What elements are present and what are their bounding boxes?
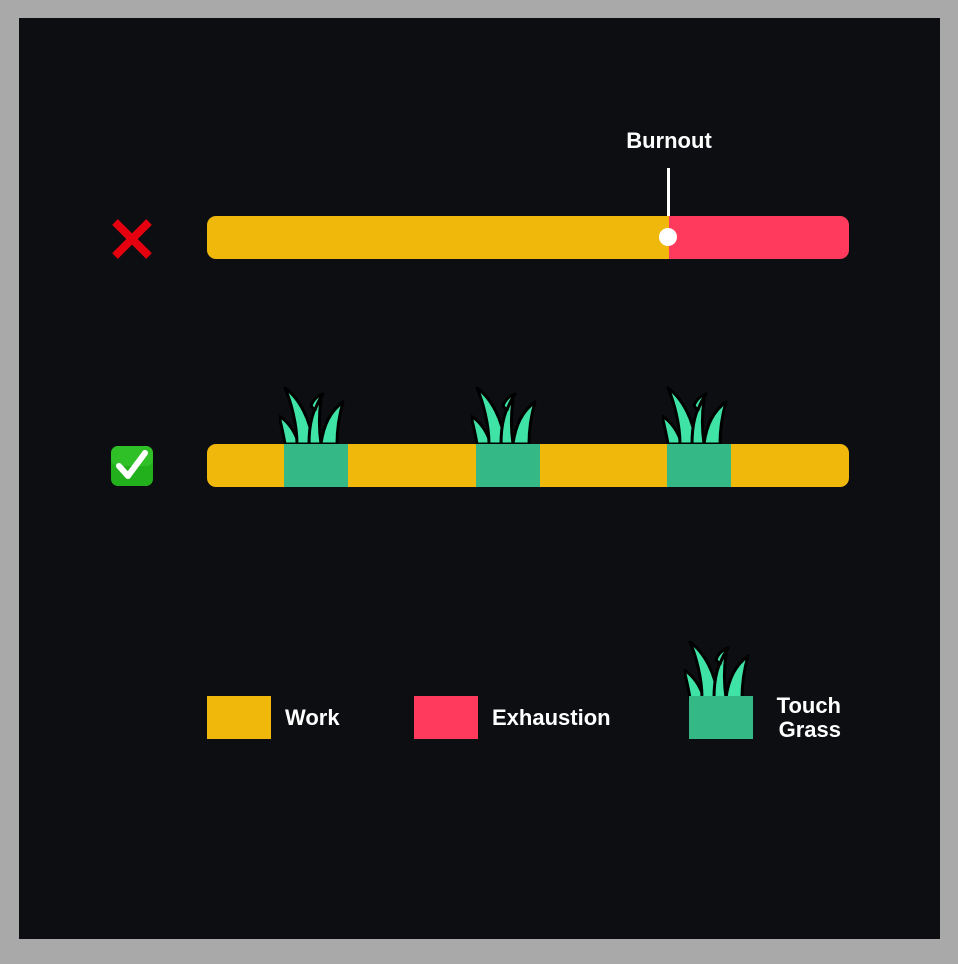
legend-touch-grass-swatch — [689, 696, 753, 739]
burnout-marker-line — [667, 168, 670, 238]
touch-grass-segment — [284, 444, 348, 487]
grass-icon — [471, 386, 537, 446]
balanced-timeline-bar — [207, 444, 849, 487]
legend-touch-grass-label: Touch Grass — [763, 694, 841, 742]
exhaustion-segment — [669, 216, 849, 259]
legend-exhaustion-label: Exhaustion — [492, 705, 611, 730]
legend-grass-icon — [684, 640, 750, 700]
diagram-canvas: Burnout — [19, 18, 940, 939]
legend-work-label: Work — [285, 705, 340, 730]
work-segment — [207, 216, 669, 259]
grass-icon — [662, 386, 728, 446]
burnout-marker-dot — [659, 228, 677, 246]
legend-exhaustion-swatch — [414, 696, 478, 739]
legend-touch-grass-line1: Touch — [776, 693, 841, 718]
burnout-label: Burnout — [626, 128, 712, 153]
legend-work-swatch — [207, 696, 271, 739]
legend-touch-grass-line2: Grass — [778, 717, 841, 742]
burnout-timeline-bar — [207, 216, 849, 259]
cross-mark-icon — [112, 219, 152, 259]
touch-grass-segment — [476, 444, 540, 487]
check-mark-button-icon — [111, 446, 153, 486]
touch-grass-segment — [667, 444, 731, 487]
grass-icon — [279, 386, 345, 446]
